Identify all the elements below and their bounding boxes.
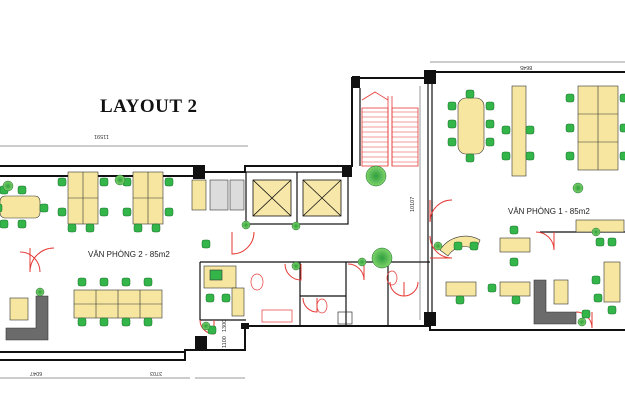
dimension-bottom-mid: 3703 bbox=[150, 370, 163, 376]
plant-icon bbox=[371, 247, 393, 269]
chair-icon bbox=[447, 119, 457, 129]
chair-icon bbox=[591, 275, 601, 285]
dimension-top-right: 8645 bbox=[520, 64, 533, 70]
chair-icon bbox=[485, 119, 495, 129]
plant-icon bbox=[201, 321, 211, 331]
chair-icon bbox=[453, 241, 463, 251]
chair-icon bbox=[565, 93, 575, 103]
plant-icon bbox=[114, 174, 126, 186]
chair-icon bbox=[469, 241, 479, 251]
plant-icon bbox=[357, 257, 367, 267]
chair-icon bbox=[121, 277, 131, 287]
plant-icon bbox=[577, 317, 587, 327]
chair-icon bbox=[509, 257, 519, 267]
chair-icon bbox=[99, 277, 109, 287]
chair-icon bbox=[143, 277, 153, 287]
chair-icon bbox=[99, 207, 109, 217]
chair-icon bbox=[619, 123, 625, 133]
chair-icon bbox=[85, 223, 95, 233]
chair-icon bbox=[607, 305, 617, 315]
stair-steps bbox=[362, 111, 418, 163]
chair-icon bbox=[501, 125, 511, 135]
chair-icon bbox=[447, 101, 457, 111]
chair-icon bbox=[447, 137, 457, 147]
chair-icon bbox=[525, 125, 535, 135]
chair-icon bbox=[595, 237, 605, 247]
office-1-furniture bbox=[439, 85, 625, 325]
dimension-lines bbox=[0, 61, 625, 379]
chair-icon bbox=[57, 177, 67, 187]
chair-icon bbox=[57, 207, 67, 217]
chair-icon bbox=[509, 225, 519, 235]
chair-icon bbox=[164, 177, 174, 187]
chair-icon bbox=[201, 239, 211, 249]
chair-icon bbox=[151, 223, 161, 233]
office-2-furniture bbox=[0, 171, 245, 341]
plant-icon bbox=[572, 182, 584, 194]
chair-icon bbox=[511, 295, 521, 305]
dimension-bottom-left: 6047 bbox=[30, 370, 43, 376]
chair-icon bbox=[565, 123, 575, 133]
chair-icon bbox=[0, 219, 9, 229]
plant-icon bbox=[591, 227, 601, 237]
chair-icon bbox=[487, 283, 497, 293]
chair-icon bbox=[121, 317, 131, 327]
chair-icon bbox=[525, 151, 535, 161]
plant-icon bbox=[365, 165, 387, 187]
chair-icon bbox=[17, 219, 27, 229]
plant-icon bbox=[2, 180, 14, 192]
columns bbox=[193, 70, 436, 350]
chairs bbox=[0, 89, 625, 335]
chair-icon bbox=[133, 223, 143, 233]
elevator-shafts bbox=[252, 179, 342, 217]
chair-icon bbox=[99, 317, 109, 327]
chair-icon bbox=[565, 151, 575, 161]
plant-icon bbox=[291, 221, 301, 231]
chair-icon bbox=[143, 317, 153, 327]
chair-icon bbox=[607, 237, 617, 247]
chair-icon bbox=[619, 151, 625, 161]
chair-icon bbox=[39, 203, 49, 213]
room-label-office-2: VĂN PHÒNG 2 - 85m2 bbox=[88, 250, 170, 259]
dimension-small-b: 1100 bbox=[222, 336, 228, 348]
chair-icon bbox=[0, 203, 3, 213]
chair-icon bbox=[205, 293, 215, 303]
chair-icon bbox=[67, 223, 77, 233]
chair-icon bbox=[619, 93, 625, 103]
room-label-office-1: VĂN PHÒNG 1 - 85m2 bbox=[508, 207, 590, 216]
chair-icon bbox=[122, 207, 132, 217]
chair-icon bbox=[77, 317, 87, 327]
chair-icon bbox=[17, 185, 27, 195]
chair-icon bbox=[221, 293, 231, 303]
wc-fixtures bbox=[250, 270, 398, 325]
chair-icon bbox=[465, 153, 475, 163]
plant-icon bbox=[241, 220, 251, 230]
chair-icon bbox=[207, 325, 217, 335]
chair-icon bbox=[485, 101, 495, 111]
chair-icon bbox=[465, 89, 475, 99]
chair-icon bbox=[77, 277, 87, 287]
chair-icon bbox=[501, 151, 511, 161]
staircase bbox=[361, 91, 419, 167]
layout-title: LAYOUT 2 bbox=[100, 96, 198, 117]
plant-icon bbox=[291, 261, 301, 271]
plant-icon bbox=[35, 287, 45, 297]
chair-icon bbox=[593, 293, 603, 303]
chair-icon bbox=[581, 309, 591, 319]
chair-icon bbox=[99, 177, 109, 187]
chair-icon bbox=[485, 137, 495, 147]
dimension-small-a: 1300 bbox=[222, 319, 228, 332]
plant-icon bbox=[433, 241, 443, 251]
dimension-stair-side: 10107 bbox=[410, 196, 416, 212]
chair-icon bbox=[164, 207, 174, 217]
chair-icon bbox=[455, 295, 465, 305]
plants bbox=[2, 165, 601, 331]
dimension-top-left: 11591 bbox=[94, 133, 109, 139]
